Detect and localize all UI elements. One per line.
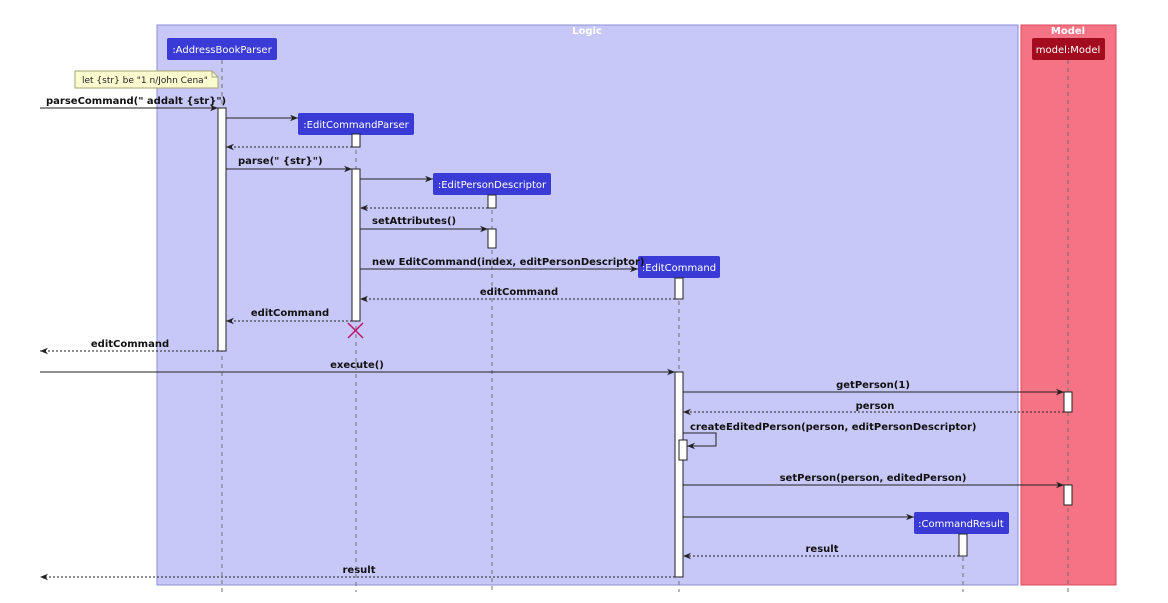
message-return-result-2[interactable]: result: [40, 565, 675, 581]
participant-edit-person-descriptor[interactable]: :EditPersonDescriptor: [433, 173, 551, 195]
participant-label: model:Model: [1036, 45, 1101, 56]
activation-edit-command-parser-2: [351, 168, 361, 322]
participant-box: [433, 173, 551, 195]
message-set-attributes[interactable]: setAttributes(): [360, 216, 488, 233]
activation-edit-command-parser-1: [351, 133, 361, 148]
participant-address-book-parser[interactable]: :AddressBookParser: [167, 38, 277, 60]
message-label: getPerson(1): [836, 380, 910, 391]
message-parse[interactable]: parse(" {str}"): [226, 156, 352, 173]
participant-edit-command[interactable]: :EditCommand: [638, 256, 720, 278]
activation-bars: [217, 107, 1073, 578]
note-fold: [211, 71, 218, 78]
activation-model-2: [1063, 484, 1073, 506]
logic-box: Logic: [156, 24, 1019, 586]
participant-box: [167, 38, 277, 60]
message-label: new EditCommand(index, editPersonDescrip…: [372, 257, 644, 268]
activation-edit-command-2: [674, 371, 684, 578]
participant-box: [638, 256, 720, 278]
message-label: editCommand: [91, 339, 169, 350]
participant-edit-command-parser[interactable]: :EditCommandParser: [298, 113, 414, 135]
message-label: setAttributes(): [372, 216, 456, 227]
message-return-edit-command-2[interactable]: editCommand: [226, 308, 352, 325]
message-create-edited-person[interactable]: createEditedPerson(person, editPersonDes…: [683, 422, 977, 450]
participant-label: :EditCommand: [642, 263, 716, 274]
activation-edit-command-self: [678, 439, 688, 461]
message-return-person[interactable]: person: [683, 401, 1064, 416]
message-label: execute(): [330, 360, 384, 371]
activation-command-result: [958, 533, 968, 557]
message-label: result: [806, 544, 839, 555]
destroy-marker: [347, 322, 364, 339]
message-label: createEditedPerson(person, editPersonDes…: [690, 422, 977, 433]
participant-label: :EditPersonDescriptor: [438, 180, 547, 191]
message-label: setPerson(person, editedPerson): [780, 473, 967, 484]
message-new-edit-command[interactable]: new EditCommand(index, editPersonDescrip…: [360, 257, 644, 273]
participant-label: :AddressBookParser: [172, 45, 272, 56]
destroy-stroke-2: [347, 322, 364, 339]
logic-box-title: Logic: [572, 26, 602, 37]
participant-box: [1032, 38, 1105, 60]
message-return-edit-command-3[interactable]: editCommand: [40, 339, 218, 355]
activation-address-book-parser: [217, 107, 227, 352]
note-text: let {str} be "1 n/John Cena": [82, 76, 208, 86]
participant-box: [298, 113, 414, 135]
participant-box: [914, 512, 1009, 534]
message-label: editCommand: [251, 308, 329, 319]
message-return-edit-command-1[interactable]: editCommand: [360, 287, 675, 303]
participant-model[interactable]: model:Model: [1032, 38, 1105, 60]
message-arrow: [683, 432, 717, 450]
note-shape: [74, 70, 219, 89]
model-box-title: Model: [1051, 26, 1085, 37]
logic-box-background: [156, 24, 1019, 586]
participant-label: :EditCommandParser: [303, 120, 409, 131]
message-label: result: [343, 565, 376, 576]
participant-label: :CommandResult: [918, 519, 1004, 530]
activation-model-1: [1063, 391, 1073, 413]
message-label: parse(" {str}"): [238, 156, 323, 167]
message-set-person[interactable]: setPerson(person, editedPerson): [683, 473, 1064, 489]
message-execute[interactable]: execute(): [40, 360, 675, 376]
message-label: person: [856, 401, 895, 412]
message-label: editCommand: [480, 287, 558, 298]
participant-command-result[interactable]: :CommandResult: [914, 512, 1009, 534]
note: let {str} be "1 n/John Cena": [74, 70, 219, 89]
message-label: parseCommand(" addalt {str}"): [46, 96, 226, 107]
activation-edit-person-descriptor-2: [487, 228, 497, 249]
activation-edit-person-descriptor-1: [487, 194, 497, 209]
message-parse-command[interactable]: parseCommand(" addalt {str}"): [40, 96, 226, 112]
activation-edit-command-1: [674, 277, 684, 300]
message-get-person[interactable]: getPerson(1): [683, 380, 1064, 396]
message-return-result-1[interactable]: result: [683, 544, 959, 560]
